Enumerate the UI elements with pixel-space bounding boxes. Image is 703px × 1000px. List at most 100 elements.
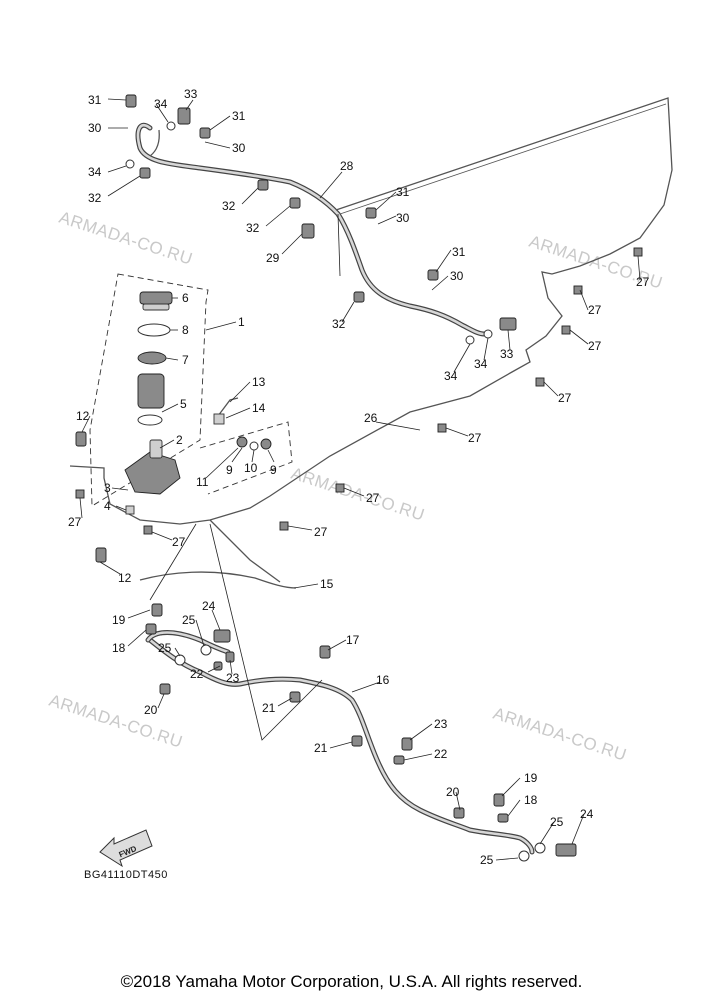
cylinder-fitting [149,439,163,459]
union-bolt-31a [125,94,137,108]
upper-brake-hose [135,122,487,337]
callout-6: 6 [182,291,189,305]
callout-32b: 32 [222,199,236,213]
copyright-notice: ©2018 Yamaha Motor Corporation, U.S.A. A… [120,972,583,991]
callout-31d: 31 [452,245,466,259]
callout-25c: 25 [550,815,564,829]
clip-21a [289,691,301,703]
bracket-20a [159,683,171,695]
callout-27f: 27 [366,491,380,505]
callout-31c: 31 [396,185,410,199]
callout-3: 3 [104,481,111,495]
fwd-arrow: FWD [99,829,153,868]
upper-fittings [125,94,517,345]
hose-clamp [137,414,163,426]
callout-30b: 30 [232,141,246,155]
clamp-27f [335,483,345,493]
union-bolt-33a [177,107,191,125]
gasket-25b [174,654,186,666]
callout-15: 15 [320,577,334,591]
callout-27i: 27 [68,515,82,529]
callout-27e: 27 [468,431,482,445]
callout-18b: 18 [524,793,538,807]
callout-23a: 23 [226,671,240,685]
callout-32a: 32 [88,191,102,205]
lower-brake-hose [145,630,535,855]
callout-12b: 12 [118,571,132,585]
clamp-27g [279,521,289,531]
callout-32c: 32 [246,221,260,235]
callout-20a: 20 [144,703,158,717]
gasket-25d [534,842,546,854]
bolt-19b [493,793,505,807]
callout-23b: 23 [434,717,448,731]
clamp-27h [143,525,153,535]
union-bolt-33b [499,317,517,331]
bolt-19a [151,603,163,617]
callout-21b: 21 [314,741,328,755]
clamp-27i [75,489,85,499]
callout-22b: 22 [434,747,448,761]
diaphragm [137,351,167,365]
bolt-12-upper [75,431,87,447]
bolt-31c [365,207,377,219]
pipe-clamps [75,247,643,535]
clamp-27d [535,377,545,387]
callout-31b: 31 [232,109,246,123]
callout-10: 10 [244,461,258,475]
gasket-34b [125,159,135,169]
callout-27d: 27 [558,391,572,405]
reservoir-cap [139,291,173,305]
callout-5: 5 [180,397,187,411]
callout-33a: 33 [184,87,198,101]
clip-32d [353,291,365,303]
bolt-12-lower [95,547,107,563]
clevis [213,413,225,425]
washer-10 [249,441,259,451]
master-cylinder-parts [75,291,272,563]
callout-2: 2 [176,433,183,447]
callout-4: 4 [104,499,111,513]
diagram-code: BG41110DT450 [84,869,168,881]
callout-16: 16 [376,673,390,687]
callout-32d: 32 [332,317,346,331]
bolt-23b [401,737,413,751]
callout-27a: 27 [636,275,650,289]
callout-1: 1 [238,315,245,329]
gasket-25a [200,644,212,656]
lower-fittings [145,603,577,862]
assembly-outlines [89,213,341,741]
watermark-1: ARMADA-CO.RU [57,208,195,269]
clip-32c [289,197,301,209]
callout-34c: 34 [444,369,458,383]
fwd-arrow-shape [99,829,153,868]
callout-27g: 27 [314,525,328,539]
reservoir-body [137,373,165,409]
bracket-4 [125,505,135,515]
callout-34b: 34 [88,165,102,179]
nut-9a [236,436,248,448]
master-cylinder-kit-outline [89,273,209,507]
bolt-31d [427,269,439,281]
callout-26: 26 [364,411,378,425]
callout-21a: 21 [262,701,276,715]
gasket-34a [166,121,176,131]
clamp-27e [437,423,447,433]
callout-8: 8 [182,323,189,337]
clip-32a [139,167,151,179]
callout-9b: 9 [270,463,277,477]
callout-34a: 34 [154,97,168,111]
callout-25b: 25 [158,641,172,655]
callout-33b: 33 [500,347,514,361]
clamp-27c [561,325,571,335]
cap-seal [142,303,170,311]
callout-19a: 19 [112,613,126,627]
watermark-3: ARMADA-CO.RU [289,464,427,525]
union-bolt-24a [213,629,231,643]
gasket-34c [465,335,475,345]
callout-13: 13 [252,375,266,389]
clamp-27a [633,247,643,257]
callout-30c: 30 [396,211,410,225]
callout-25d: 25 [480,853,494,867]
union-bolt-24b [555,843,577,857]
